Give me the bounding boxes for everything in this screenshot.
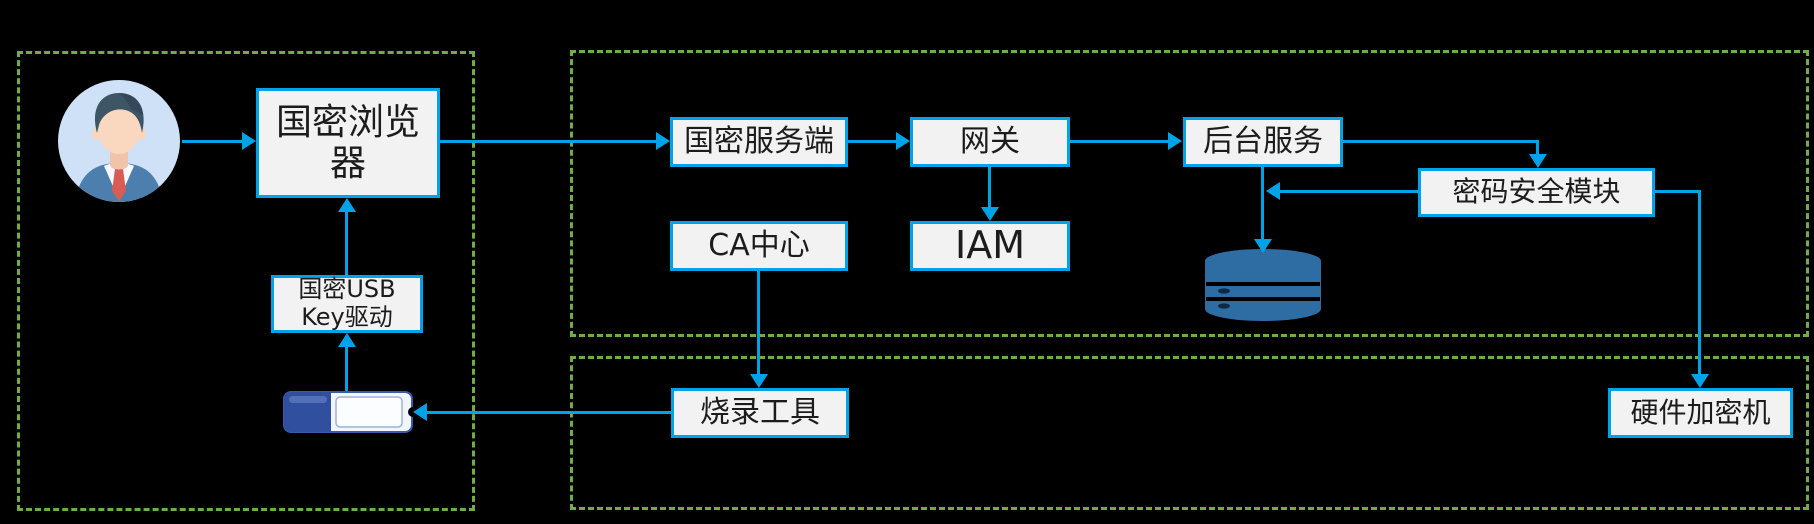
hsm-label: 硬件加密机 bbox=[1630, 395, 1771, 429]
client-zone-border bbox=[17, 51, 475, 511]
server-bottom-zone-border bbox=[570, 356, 1809, 510]
arrowhead-backend-to-database bbox=[1254, 239, 1272, 253]
ca-center-label: CA中心 bbox=[708, 227, 810, 263]
arrowhead-gateway-to-backend bbox=[1168, 132, 1182, 150]
node-burn-tool: 烧录工具 bbox=[671, 388, 849, 438]
arrowhead-backend-to-security-module bbox=[1529, 154, 1547, 168]
node-security-module: 密码安全模块 bbox=[1418, 168, 1655, 217]
edge-user-to-browser bbox=[182, 140, 244, 143]
server-top-zone-border bbox=[570, 50, 1809, 337]
arrowhead-gateway-to-iam bbox=[981, 207, 999, 221]
arrowhead-security-module-to-hsm bbox=[1691, 374, 1709, 388]
iam-label: IAM bbox=[955, 223, 1025, 268]
usb-flash-drive-icon bbox=[283, 391, 413, 433]
node-browser: 国密浏览器 bbox=[256, 88, 440, 198]
node-gateway: 网关 bbox=[910, 117, 1070, 167]
node-sm-server: 国密服务端 bbox=[670, 117, 848, 167]
edge-browser-to-sm-server bbox=[440, 140, 658, 143]
edge-backend-to-security-module-h bbox=[1343, 140, 1539, 143]
arrowhead-user-to-browser bbox=[242, 132, 256, 150]
security-module-label: 密码安全模块 bbox=[1452, 175, 1621, 209]
edge-gateway-to-backend bbox=[1070, 140, 1170, 143]
edge-security-module-to-hsm-v bbox=[1698, 190, 1701, 374]
arrowhead-security-module-to-backend bbox=[1266, 182, 1280, 200]
edge-security-module-to-hsm-h bbox=[1655, 190, 1701, 193]
sm-server-label: 国密服务端 bbox=[684, 123, 834, 159]
edge-burn-tool-to-usb-drive bbox=[427, 411, 671, 414]
gateway-label: 网关 bbox=[960, 123, 1020, 159]
database-cylinder-icon bbox=[1203, 248, 1323, 322]
node-backend: 后台服务 bbox=[1183, 117, 1343, 167]
arrowhead-browser-to-sm-server bbox=[656, 132, 670, 150]
burn-tool-label: 烧录工具 bbox=[700, 394, 820, 430]
node-ca-center: CA中心 bbox=[670, 221, 848, 271]
arrowhead-usb-drive-to-driver bbox=[338, 333, 356, 347]
usb-key-driver-label: 国密USB Key驱动 bbox=[298, 275, 396, 331]
arrowhead-burn-tool-to-usb-drive bbox=[413, 403, 427, 421]
edge-usb-drive-to-driver bbox=[345, 347, 348, 391]
edge-sm-server-to-gateway bbox=[848, 140, 898, 143]
user-avatar-icon bbox=[57, 79, 181, 203]
node-usb-key-driver: 国密USB Key驱动 bbox=[271, 275, 423, 333]
browser-label: 国密浏览器 bbox=[275, 101, 420, 184]
edge-backend-to-database bbox=[1261, 167, 1264, 241]
edge-driver-to-browser bbox=[345, 212, 348, 275]
edge-backend-to-security-module-v bbox=[1536, 140, 1539, 156]
backend-label: 后台服务 bbox=[1203, 123, 1323, 159]
arrowhead-driver-to-browser bbox=[338, 198, 356, 212]
node-hsm: 硬件加密机 bbox=[1608, 388, 1793, 438]
arrowhead-ca-center-to-burn-tool bbox=[750, 374, 768, 388]
edge-security-module-to-backend bbox=[1280, 190, 1418, 193]
edge-gateway-to-iam bbox=[988, 167, 991, 209]
node-iam: IAM bbox=[910, 221, 1070, 271]
arrowhead-sm-server-to-gateway bbox=[896, 132, 910, 150]
edge-ca-center-to-burn-tool bbox=[757, 271, 760, 374]
